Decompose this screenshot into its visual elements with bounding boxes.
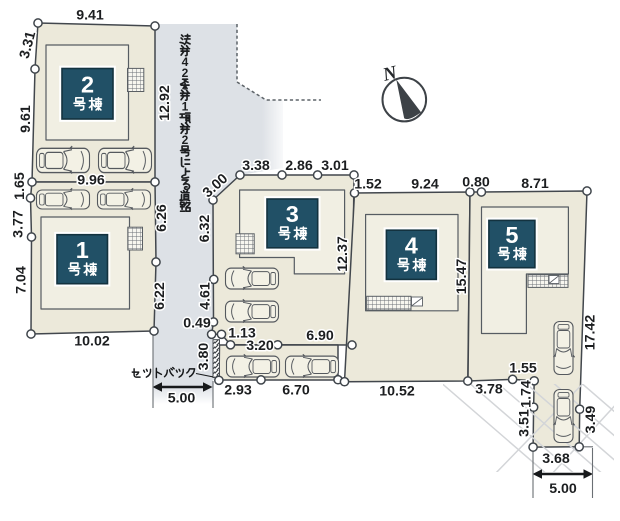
svg-text:1: 1 bbox=[182, 99, 189, 113]
svg-text:12.92: 12.92 bbox=[157, 85, 173, 121]
svg-text:3.78: 3.78 bbox=[475, 382, 503, 398]
svg-text:9.24: 9.24 bbox=[411, 177, 439, 193]
svg-text:3.20: 3.20 bbox=[246, 338, 274, 354]
svg-text:3.80: 3.80 bbox=[196, 343, 212, 371]
svg-text:0.49: 0.49 bbox=[183, 316, 211, 332]
svg-text:4: 4 bbox=[405, 233, 418, 259]
svg-text:6.70: 6.70 bbox=[282, 383, 310, 399]
svg-text:6.26: 6.26 bbox=[154, 204, 170, 232]
svg-text:3.68: 3.68 bbox=[542, 451, 570, 467]
svg-text:2: 2 bbox=[81, 72, 94, 98]
svg-text:9.41: 9.41 bbox=[76, 8, 104, 24]
svg-text:0.80: 0.80 bbox=[462, 175, 490, 191]
svg-text:15.47: 15.47 bbox=[454, 259, 470, 295]
svg-text:3.51: 3.51 bbox=[517, 409, 533, 437]
svg-text:5: 5 bbox=[505, 222, 518, 248]
svg-text:10.02: 10.02 bbox=[74, 334, 110, 350]
svg-text:4.61: 4.61 bbox=[198, 282, 214, 310]
svg-text:2.93: 2.93 bbox=[224, 383, 252, 399]
svg-text:6.90: 6.90 bbox=[306, 328, 334, 344]
svg-text:4: 4 bbox=[182, 55, 189, 69]
svg-text:N: N bbox=[380, 62, 401, 86]
svg-text:5.00: 5.00 bbox=[168, 391, 196, 407]
svg-text:5.00: 5.00 bbox=[549, 481, 577, 497]
svg-text:3.49: 3.49 bbox=[583, 406, 599, 434]
svg-text:6.32: 6.32 bbox=[197, 215, 213, 243]
svg-text:3: 3 bbox=[286, 201, 299, 227]
svg-text:17.42: 17.42 bbox=[583, 315, 599, 351]
svg-text:12.37: 12.37 bbox=[335, 236, 351, 272]
svg-text:7.04: 7.04 bbox=[14, 266, 30, 294]
svg-text:3.77: 3.77 bbox=[11, 210, 27, 238]
svg-text:1.65: 1.65 bbox=[12, 172, 28, 200]
svg-text:2: 2 bbox=[182, 66, 189, 80]
svg-text:1.13: 1.13 bbox=[228, 326, 256, 342]
svg-text:3.38: 3.38 bbox=[242, 158, 270, 174]
svg-text:8.71: 8.71 bbox=[521, 176, 549, 192]
svg-text:2.86: 2.86 bbox=[285, 158, 313, 174]
svg-text:1.74: 1.74 bbox=[519, 380, 535, 408]
svg-text:9.61: 9.61 bbox=[18, 105, 34, 133]
svg-text:1.55: 1.55 bbox=[509, 361, 537, 377]
svg-text:9.96: 9.96 bbox=[77, 173, 105, 189]
svg-text:1.52: 1.52 bbox=[354, 177, 382, 193]
svg-text:1: 1 bbox=[76, 237, 89, 263]
svg-text:6.22: 6.22 bbox=[152, 282, 168, 310]
svg-text:10.52: 10.52 bbox=[379, 384, 415, 400]
svg-text:3.01: 3.01 bbox=[321, 158, 349, 174]
svg-text:2: 2 bbox=[182, 133, 189, 147]
